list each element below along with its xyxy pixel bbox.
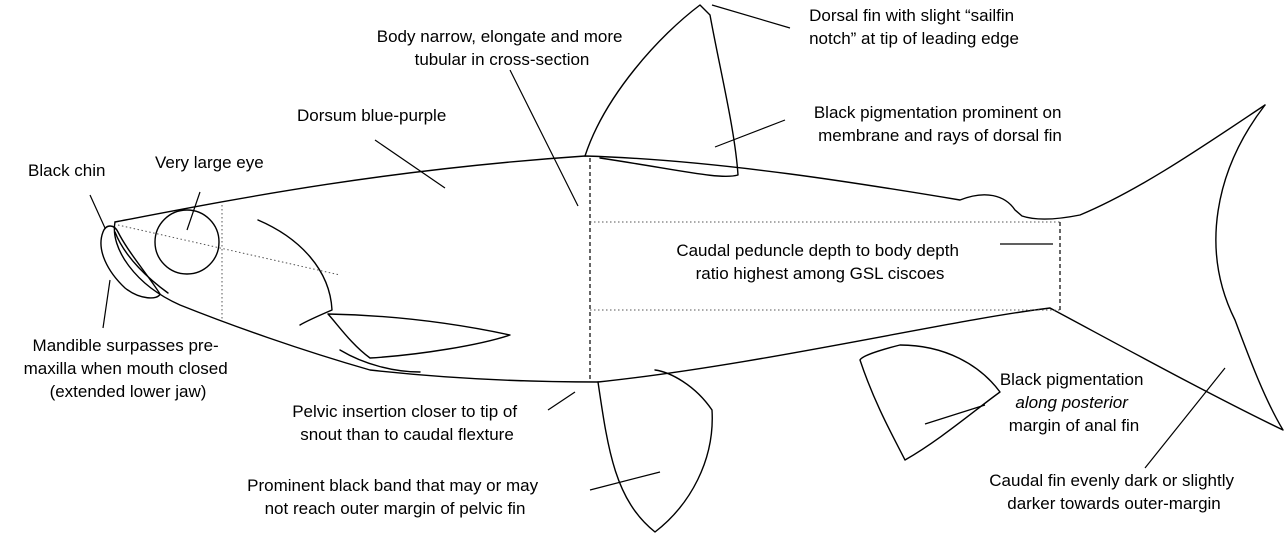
- label-dorsal-pigment: Black pigmentation prominent on membrane…: [814, 103, 1066, 145]
- leader-black-chin: [90, 195, 105, 228]
- leader-dorsal-notch: [712, 5, 790, 28]
- eye: [155, 210, 219, 274]
- opercle-outline: [258, 220, 332, 325]
- leader-body-shape: [510, 70, 578, 206]
- label-dorsum: Dorsum blue-purple: [297, 106, 446, 125]
- label-black-chin: Black chin: [28, 161, 105, 180]
- anal-fin-outline: [860, 345, 1000, 460]
- label-large-eye: Very large eye: [155, 153, 264, 172]
- label-caudal: Caudal fin evenly dark or slightly darke…: [989, 471, 1238, 513]
- leader-anal-pigment: [925, 405, 985, 424]
- leader-pelvic-band: [590, 472, 660, 490]
- head-length-line: [118, 225, 340, 275]
- label-anal-pigment: Black pigmentation along posterior margi…: [1000, 370, 1148, 435]
- pectoral-fin-lower-outline: [340, 350, 420, 372]
- leader-pelvic-insertion: [548, 392, 575, 410]
- label-peduncle: Caudal peduncle depth to body depth rati…: [676, 241, 963, 283]
- label-dorsal-notch: Dorsal fin with slight “sailfin notch” a…: [809, 6, 1019, 48]
- leader-mandible: [103, 280, 110, 328]
- label-body-shape: Body narrow, elongate and more tubular i…: [377, 27, 627, 69]
- leader-large-eye: [187, 192, 200, 230]
- label-pelvic-band: Prominent black band that may or may not…: [247, 476, 543, 518]
- lower-jaw-outline: [101, 226, 160, 298]
- label-mandible: Mandible surpasses pre- maxilla when mou…: [24, 336, 233, 401]
- leader-dorsal-pigment: [715, 120, 785, 147]
- pelvic-fin-outline: [598, 370, 712, 532]
- label-pelvic-insertion: Pelvic insertion closer to tip of snout …: [292, 402, 522, 444]
- leader-caudal: [1145, 368, 1225, 468]
- pectoral-fin-outline: [328, 314, 510, 358]
- leader-dorsum: [375, 140, 445, 188]
- fish-body-dorsal-outline: [115, 105, 1265, 222]
